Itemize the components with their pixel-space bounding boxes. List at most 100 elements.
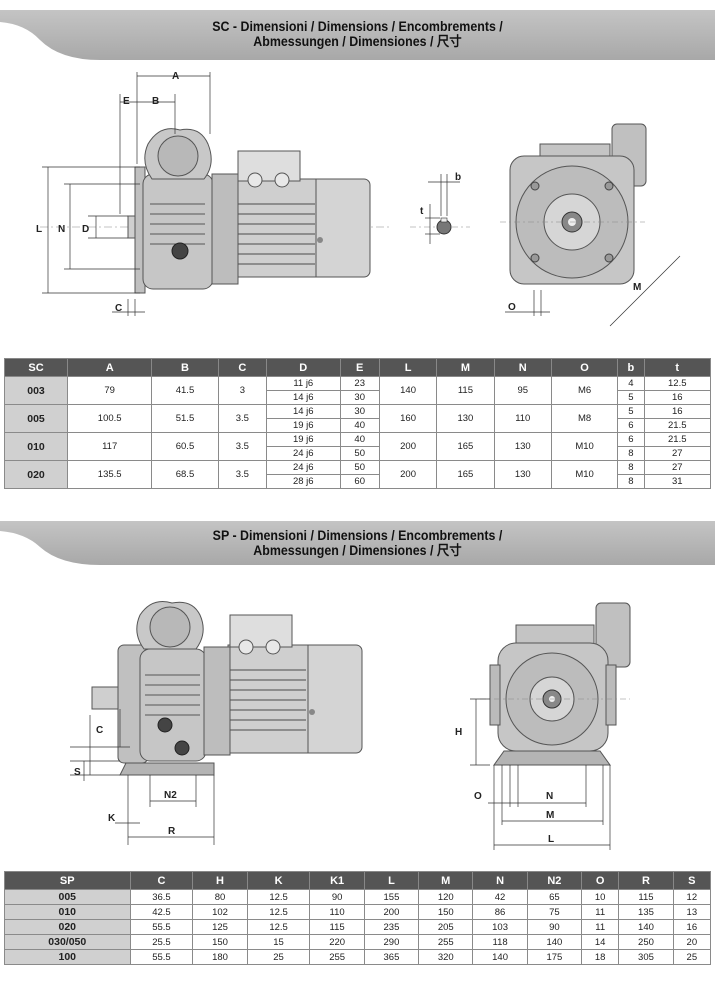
- table-row: 19 j6 40 6 21.5: [5, 418, 712, 433]
- sp-label-C: C: [96, 725, 103, 736]
- sp-cell: 150: [192, 934, 248, 950]
- sc-cell-t: 27: [643, 446, 712, 461]
- sp-cell: 180: [192, 949, 248, 965]
- sc-cell-D: 11 j6: [266, 376, 341, 391]
- sp-cell: 103: [472, 919, 528, 935]
- sc-cell-O: M10: [550, 460, 619, 489]
- sc-col-M: M: [436, 358, 495, 377]
- banner-shape: [0, 10, 715, 60]
- sp-cell: 250: [618, 934, 674, 950]
- sc-dimension-table: SC A B C D E L M N O b t 003 79 41.5 3 1…: [3, 358, 712, 489]
- sp-cell: 140: [526, 934, 583, 950]
- table-row: 010 42.5 102 12.5 110 200 150 86 75 11 1…: [4, 904, 712, 920]
- sp-end-view: H O N M L: [455, 602, 631, 850]
- sp-cell: 86: [472, 904, 528, 920]
- sc-col-N: N: [493, 358, 552, 377]
- sc-cell-t: 16: [643, 390, 712, 405]
- sc-cell-B: 41.5: [151, 376, 219, 405]
- sp-cell: 14: [581, 934, 620, 950]
- sc-col-E: E: [339, 358, 380, 377]
- sp-col-sp: SP: [4, 871, 131, 890]
- sp-cell: 115: [618, 889, 674, 905]
- sp-drawing-svg: C S N2 K R: [70, 601, 631, 850]
- sp-label-S: S: [74, 767, 81, 778]
- sp-cell: 80: [192, 889, 248, 905]
- sp-col-M: M: [418, 871, 474, 890]
- sp-cell: 320: [418, 949, 474, 965]
- table-row: 28 j6 60 8 31: [5, 474, 712, 489]
- sp-cell: 255: [309, 949, 365, 965]
- sc-col-B: B: [151, 358, 219, 377]
- sp-cell: 18: [581, 949, 620, 965]
- sp-cell: 200: [363, 904, 420, 920]
- sc-cell-D: 19 j6: [266, 418, 341, 433]
- sp-cell: 12.5: [246, 919, 311, 935]
- sc-cell-L: 160: [378, 404, 438, 433]
- sc-cell-t: 27: [643, 460, 712, 475]
- sp-section-banner: SP - Dimensioni / Dimensions / Encombrem…: [0, 521, 715, 575]
- sc-col-sc: SC: [3, 358, 69, 377]
- sc-end-view: M O: [500, 123, 681, 327]
- sp-title-line2: Abmessungen / Dimensiones / 尺寸: [253, 543, 462, 558]
- sc-cell-N: 130: [493, 432, 552, 461]
- sc-label-t: t: [420, 206, 424, 217]
- sp-cell: 150: [418, 904, 474, 920]
- sp-cell: 42: [472, 889, 528, 905]
- sp-label-N: N: [546, 791, 553, 802]
- sp-cell: 55.5: [129, 919, 194, 935]
- sc-section-banner: SC - Dimensioni / Dimensions / Encombrem…: [0, 10, 715, 64]
- sc-cell-E: 30: [339, 390, 380, 405]
- sp-cell: 42.5: [129, 904, 194, 920]
- sp-cell: 305: [618, 949, 674, 965]
- sc-cell-L: 200: [378, 460, 438, 489]
- sp-col-N: N: [472, 871, 528, 890]
- sc-col-O: O: [550, 358, 619, 377]
- sp-size-cell: 020: [4, 919, 131, 935]
- sp-size-cell: 005: [4, 889, 131, 905]
- sp-col-S: S: [672, 871, 712, 890]
- sp-cell: 118: [472, 934, 528, 950]
- sc-col-A: A: [67, 358, 153, 377]
- sc-cell-b: 8: [617, 474, 645, 489]
- sc-cell-b: 4: [617, 376, 645, 391]
- sp-col-K1: K1: [309, 871, 365, 890]
- sc-col-D: D: [266, 358, 341, 377]
- sp-cell: 205: [418, 919, 474, 935]
- sc-cell-O: M8: [550, 404, 619, 433]
- sc-title-line2: Abmessungen / Dimensiones / 尺寸: [253, 34, 462, 49]
- sp-cell: 12.5: [246, 904, 311, 920]
- sp-col-K: K: [246, 871, 311, 890]
- sp-cell: 220: [309, 934, 365, 950]
- sc-cell-E: 60: [339, 474, 380, 489]
- sc-cell-E: 40: [339, 432, 380, 447]
- sc-cell-A: 117: [67, 432, 153, 461]
- sc-drawing: A E B L N D C b t: [0, 64, 715, 350]
- sp-col-L: L: [363, 871, 420, 890]
- sc-cell-C: 3.5: [217, 460, 268, 489]
- sp-drawing: C S N2 K R: [0, 575, 715, 865]
- sp-cell: 290: [363, 934, 420, 950]
- sc-cell-E: 50: [339, 446, 380, 461]
- sp-col-O: O: [581, 871, 620, 890]
- sp-cell: 36.5: [129, 889, 194, 905]
- sc-cell-C: 3.5: [217, 404, 268, 433]
- sp-cell: 90: [309, 889, 365, 905]
- sc-cell-B: 51.5: [151, 404, 219, 433]
- sc-cell-N: 110: [493, 404, 552, 433]
- sc-cell-D: 24 j6: [266, 446, 341, 461]
- sp-cell: 175: [526, 949, 583, 965]
- sp-cell: 25.5: [129, 934, 194, 950]
- sc-table-header-row: SC A B C D E L M N O b t: [3, 358, 712, 377]
- sp-label-M: M: [546, 810, 554, 821]
- sp-cell: 25: [672, 949, 712, 965]
- sc-cell-E: 23: [339, 376, 380, 391]
- sc-cell-b: 5: [617, 404, 645, 419]
- sp-cell: 13: [672, 904, 712, 920]
- sc-cell-E: 40: [339, 418, 380, 433]
- table-row: 100 55.5 180 25 255 365 320 140 175 18 3…: [4, 949, 712, 965]
- sp-cell: 11: [581, 904, 620, 920]
- sc-label-O: O: [508, 302, 516, 313]
- sp-cell: 90: [526, 919, 583, 935]
- sp-col-R: R: [618, 871, 674, 890]
- sc-cell-D: 28 j6: [266, 474, 341, 489]
